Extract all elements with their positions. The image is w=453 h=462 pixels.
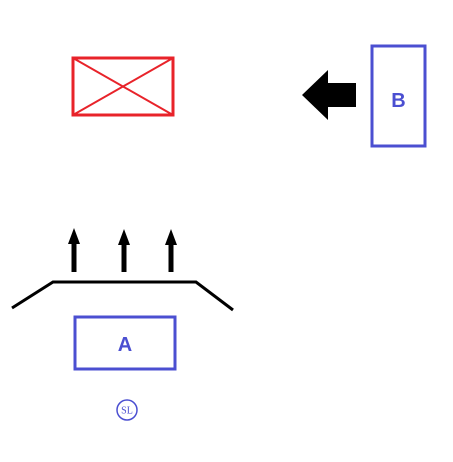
up-arrows [68, 228, 177, 272]
up-arrow-icon [165, 229, 177, 272]
trapezoid-line-icon [11, 280, 234, 312]
box-a: A [73, 315, 177, 371]
box-b: B [370, 44, 427, 148]
up-arrow-icon [118, 229, 130, 272]
box-b-label: B [391, 90, 405, 112]
up-arrow-icon [68, 228, 80, 272]
sl-badge-label: SL [121, 406, 133, 417]
left-arrow-icon [302, 70, 356, 120]
crossed-rectangle-icon [71, 56, 175, 117]
box-a-label: A [118, 334, 132, 356]
sl-badge: SL [116, 399, 138, 421]
